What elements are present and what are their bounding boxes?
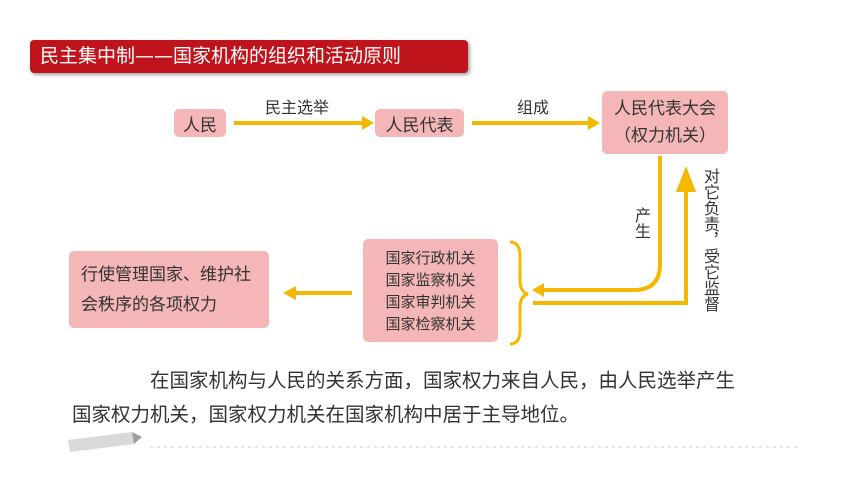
paragraph-line-1: 在国家机构与人民的关系方面，国家权力来自人民，由人民选举产生 bbox=[150, 369, 736, 392]
congress-role: （权力机关） bbox=[614, 125, 716, 146]
organs-brace bbox=[509, 240, 529, 346]
label-responsible: 对它负责，受它监督 bbox=[701, 168, 720, 312]
explanation-paragraph: 在国家机构与人民的关系方面，国家权力来自人民，由人民选举产生 国家权力机关，国家… bbox=[72, 364, 812, 432]
node-deputies: 人民代表 bbox=[375, 109, 464, 137]
arrow-responsible bbox=[533, 166, 696, 305]
organ-procuratorial: 国家检察机关 bbox=[385, 314, 476, 333]
node-state-powers: 行使管理国家、维护社会秩序的各项权力 bbox=[69, 251, 269, 328]
arrow-elect bbox=[234, 116, 374, 130]
organ-administrative: 国家行政机关 bbox=[385, 248, 476, 267]
label-elect: 民主选举 bbox=[265, 98, 330, 117]
paragraph-line-2: 国家权力机关，国家权力机关在国家机构中居于主导地位。 bbox=[72, 403, 580, 426]
congress-name: 人民代表大会 bbox=[614, 98, 716, 119]
pencil-decoration bbox=[68, 432, 800, 452]
node-peoples-congress: 人民代表大会 （权力机关） bbox=[602, 91, 728, 154]
label-produce: 产生 bbox=[632, 207, 651, 239]
node-state-organs: 国家行政机关 国家监察机关 国家审判机关 国家检察机关 bbox=[363, 239, 498, 342]
organ-supervisory: 国家监察机关 bbox=[385, 270, 476, 289]
label-form: 组成 bbox=[517, 98, 550, 117]
arrow-exercise bbox=[283, 286, 352, 300]
node-people: 人民 bbox=[174, 109, 226, 137]
arrow-produce bbox=[532, 156, 662, 297]
organ-judicial: 国家审判机关 bbox=[385, 292, 476, 311]
arrow-form bbox=[472, 116, 600, 130]
page-title: 民主集中制——国家机构的组织和活动原则 bbox=[30, 40, 468, 73]
